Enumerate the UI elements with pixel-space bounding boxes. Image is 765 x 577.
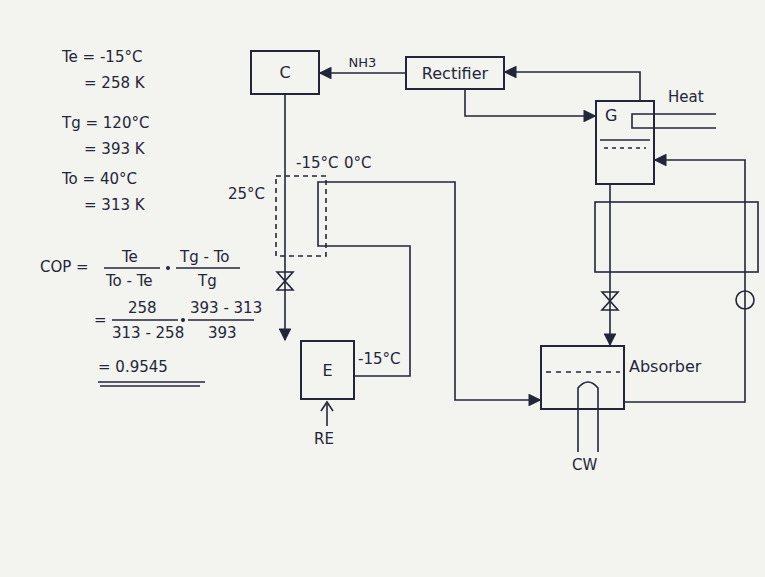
- formula-text: 313 - 258: [112, 324, 184, 342]
- temperature-value: Tg = 120°C: [62, 114, 149, 132]
- formula-text: Te: [122, 248, 138, 266]
- generator-box: G: [595, 100, 655, 185]
- temperature-value: = 258 K: [84, 74, 145, 92]
- flow-line: [284, 95, 286, 340]
- temperature-note: 25°C: [228, 185, 265, 203]
- temperature-value: Te = -15°C: [62, 48, 142, 66]
- flow-line: [465, 90, 595, 116]
- evaporator-box: E: [300, 340, 355, 400]
- formula-text: 258: [128, 299, 157, 317]
- formula-text: To - Te: [106, 272, 153, 290]
- flow-line: [505, 72, 640, 100]
- flow-note: Heat: [668, 88, 704, 106]
- formula-text: Tg - To: [180, 248, 229, 266]
- formula-text: =: [94, 311, 107, 329]
- temperature-note: 0°C: [344, 154, 372, 172]
- formula-text: Tg: [198, 272, 217, 290]
- node-label: G: [605, 106, 617, 125]
- node-label: C: [279, 63, 290, 82]
- flow-note: RE: [314, 430, 334, 448]
- rectifier-box: Rectifier: [405, 56, 505, 90]
- edge-label: NH3: [347, 55, 379, 70]
- temperature-value: = 393 K: [84, 140, 145, 158]
- temperature-value: = 313 K: [84, 196, 145, 214]
- formula-result: = 0.9545: [98, 358, 168, 376]
- flow-line: [320, 72, 405, 74]
- flow-line: [318, 182, 540, 400]
- node-label: E: [322, 361, 332, 380]
- formula-text: COP =: [40, 258, 89, 276]
- temperature-value: To = 40°C: [62, 170, 137, 188]
- flow-line: [625, 160, 745, 402]
- flow-line: [609, 185, 611, 345]
- condenser-box: C: [250, 50, 320, 95]
- temperature-note: -15°C: [296, 154, 338, 172]
- node-label: Absorber: [629, 357, 701, 376]
- formula-text: 393 - 313: [190, 299, 262, 317]
- flow-note: CW: [572, 456, 597, 474]
- temperature-note: -15°C: [358, 350, 400, 368]
- absorber-box: Absorber: [540, 345, 625, 410]
- formula-text: 393: [208, 324, 237, 342]
- node-label: Rectifier: [422, 64, 488, 83]
